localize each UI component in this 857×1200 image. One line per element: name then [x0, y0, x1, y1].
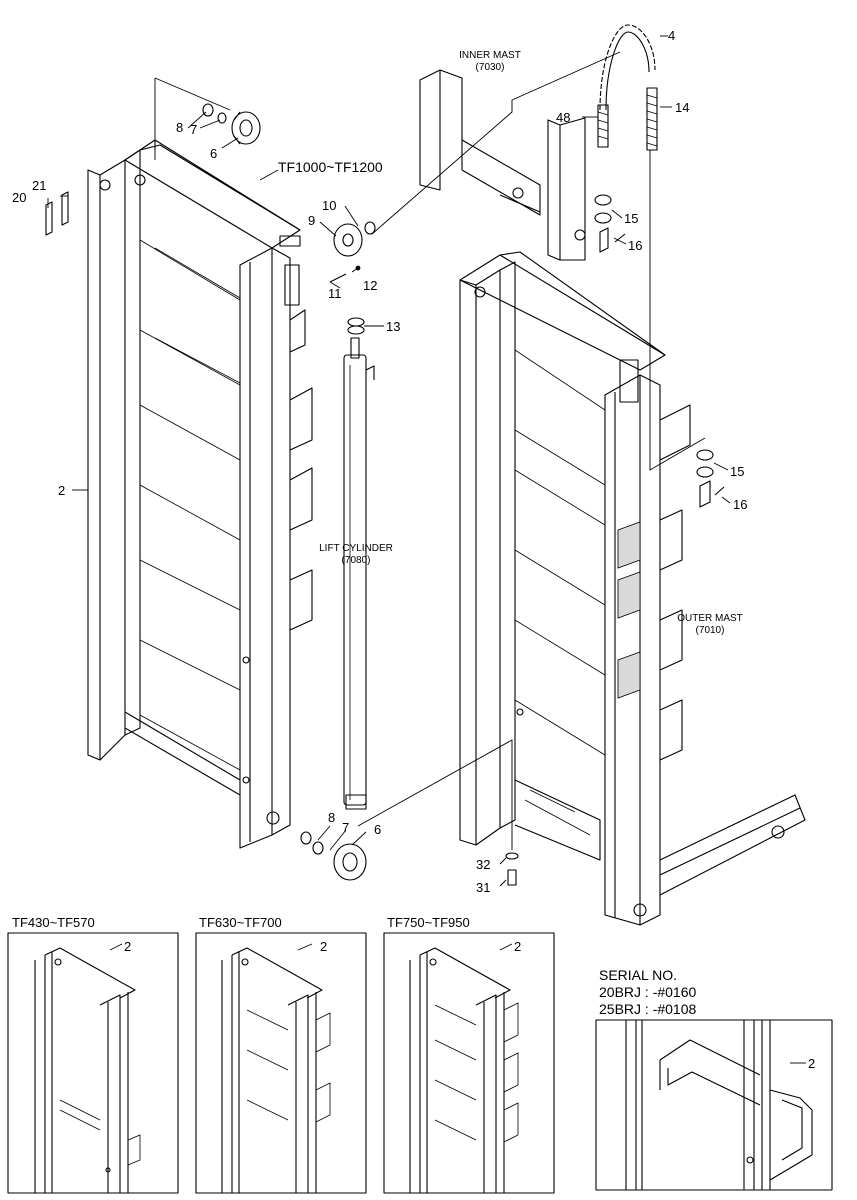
part-16-top-label: 16: [628, 238, 642, 253]
part-2-label: 2: [58, 483, 65, 498]
bracket-icon: [45, 191, 69, 236]
part-48-label: 48: [556, 110, 570, 125]
bolt-icon: [505, 852, 519, 886]
variant-box-1: TF430~TF570 2: [7, 915, 179, 1194]
part-7-top-label: 7: [190, 122, 197, 137]
mast-frame: [87, 139, 313, 849]
part-20-label: 20: [12, 190, 26, 205]
part-31-label: 31: [476, 880, 490, 895]
part-6-top-label: 6: [210, 146, 217, 161]
part-15-lower-label: 15: [730, 464, 744, 479]
part-9-label: 9: [308, 213, 315, 228]
part-15-top-label: 15: [624, 211, 638, 226]
part-8-top-label: 8: [176, 120, 183, 135]
roller-icon: [333, 221, 376, 257]
variant-3-model: TF750~TF950: [387, 915, 470, 930]
outer-mast-label: OUTER MAST: [677, 613, 743, 624]
part-21-label: 21: [32, 178, 46, 193]
part-32-label: 32: [476, 857, 490, 872]
variant-1-model: TF430~TF570: [12, 915, 95, 930]
part-13-label: 13: [386, 319, 400, 334]
lift-cylinder-label: LIFT CYLINDER: [319, 543, 393, 554]
part-12-label: 12: [363, 278, 377, 293]
bearing-bottom-icon: [300, 831, 367, 881]
part-6-bottom-label: 6: [374, 822, 381, 837]
outer-mast-code: (7010): [696, 625, 725, 636]
lift-cylinder: [343, 337, 375, 810]
inner-mast-label: INNER MAST: [459, 50, 521, 61]
serial-line-1: 20BRJ : -#0160: [599, 984, 696, 1000]
variant-box-2: TF630~TF700 2: [195, 915, 367, 1194]
serial-box: SERIAL NO. 20BRJ : -#0160 25BRJ : -#0108…: [595, 967, 833, 1191]
leader-lines: [47, 35, 731, 887]
variant-2-model: TF630~TF700: [199, 915, 282, 930]
pin-icon: [329, 265, 361, 283]
serial-line-2: 25BRJ : -#0108: [599, 1001, 696, 1017]
serial-part: 2: [808, 1056, 815, 1071]
part-16-lower-label: 16: [733, 497, 747, 512]
variant-box-3: TF750~TF950 2: [383, 915, 555, 1194]
part-10-label: 10: [322, 198, 336, 213]
serial-title: SERIAL NO.: [599, 967, 677, 983]
nut-lower-icon: [696, 449, 725, 508]
seal-icon: [347, 317, 365, 335]
part-4-label: 4: [668, 28, 675, 43]
part-7-bottom-label: 7: [342, 820, 349, 835]
variant-3-part: 2: [514, 939, 521, 954]
inner-mast-code: (7030): [476, 62, 505, 73]
inner-mast: [419, 69, 586, 261]
variant-1-part: 2: [124, 939, 131, 954]
part-11-label: 11: [328, 286, 342, 301]
part-14-label: 14: [675, 100, 689, 115]
model-main-label: TF1000~TF1200: [278, 159, 383, 175]
chain-icon: [594, 24, 658, 253]
lift-cylinder-code: (7080): [342, 555, 371, 566]
part-8-bottom-label: 8: [328, 810, 335, 825]
variant-2-part: 2: [320, 939, 327, 954]
bearing-top-icon: [202, 103, 261, 145]
